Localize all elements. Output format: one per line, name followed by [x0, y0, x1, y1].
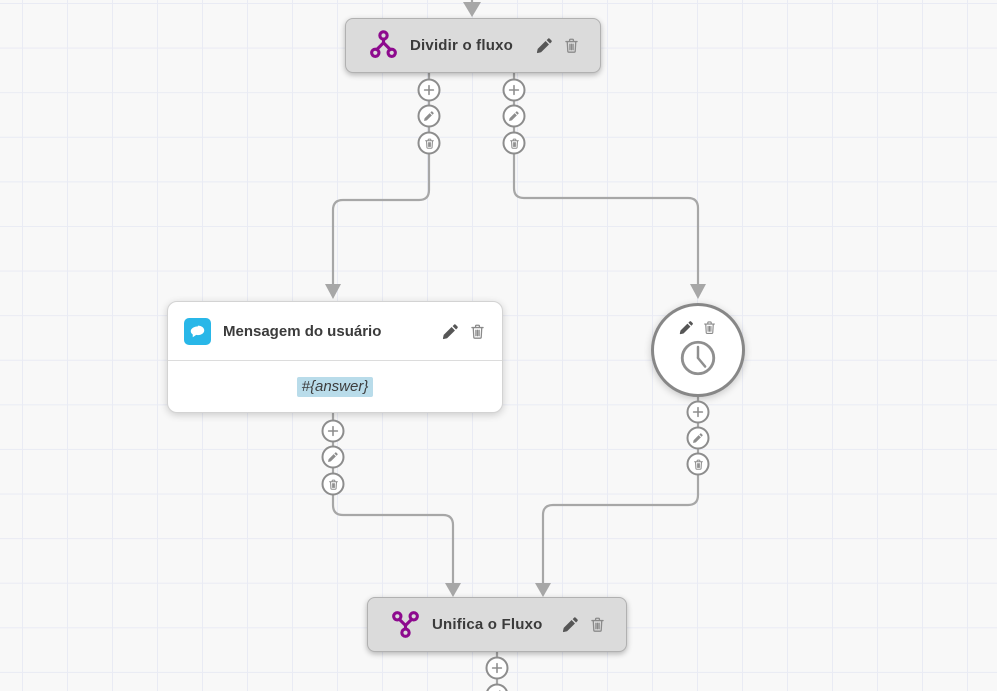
node-timer[interactable] — [651, 303, 745, 397]
edit-connector-button[interactable] — [321, 445, 345, 469]
card-body: #{answer} — [168, 361, 502, 412]
split-flow-icon — [368, 29, 399, 62]
delete-node-button[interactable] — [468, 322, 486, 340]
delete-trash-icon — [327, 478, 339, 490]
connector-message-to-merge — [331, 413, 461, 597]
add-step-button[interactable] — [485, 656, 509, 680]
node-title: Dividir o fluxo — [410, 37, 514, 54]
delete-trash-icon — [692, 458, 704, 470]
add-plus-icon — [508, 84, 520, 96]
edit-pencil-icon — [328, 452, 339, 463]
delete-connector-button[interactable] — [417, 131, 441, 155]
add-step-button[interactable] — [502, 78, 526, 102]
add-step-button[interactable] — [321, 419, 345, 443]
variable-chip: #{answer} — [296, 376, 374, 397]
edit-connector-button[interactable] — [502, 104, 526, 128]
edit-node-button[interactable] — [535, 37, 553, 55]
delete-connector-button[interactable] — [502, 131, 526, 155]
add-plus-icon — [327, 425, 339, 437]
delete-trash-icon — [508, 137, 520, 149]
edit-pencil-icon — [424, 111, 435, 122]
edit-pencil-icon — [442, 323, 459, 340]
edit-node-button[interactable] — [561, 616, 579, 634]
node-split-flow[interactable]: Dividir o fluxo — [345, 18, 601, 73]
edit-node-button[interactable] — [679, 319, 695, 335]
add-plus-icon — [491, 662, 503, 674]
add-step-button[interactable] — [686, 400, 710, 424]
edit-pencil-icon — [562, 616, 579, 633]
connector-into-split — [463, 0, 481, 17]
node-merge-flow[interactable]: Unifica o Fluxo — [367, 597, 627, 652]
merge-flow-icon — [390, 608, 421, 641]
connector-split-to-timer — [512, 73, 706, 299]
card-header: Mensagem do usuário — [168, 302, 502, 361]
delete-trash-icon — [563, 37, 580, 54]
add-step-button[interactable] — [417, 78, 441, 102]
chat-bubble-icon — [184, 317, 211, 345]
clock-icon — [677, 337, 719, 379]
node-title: Mensagem do usuário — [223, 322, 382, 340]
delete-connector-button[interactable] — [321, 472, 345, 496]
edit-connector-button[interactable] — [417, 104, 441, 128]
delete-node-button[interactable] — [562, 37, 580, 55]
delete-trash-icon — [702, 320, 717, 335]
delete-trash-icon — [423, 137, 435, 149]
edit-pencil-icon — [693, 433, 704, 444]
add-plus-icon — [692, 406, 704, 418]
delete-trash-icon — [469, 323, 486, 340]
delete-node-button[interactable] — [588, 616, 606, 634]
node-title: Unifica o Fluxo — [432, 616, 543, 633]
edit-pencil-icon — [509, 111, 520, 122]
delete-connector-button[interactable] — [686, 452, 710, 476]
edit-connector-button[interactable] — [686, 426, 710, 450]
delete-trash-icon — [589, 616, 606, 633]
node-user-message[interactable]: Mensagem do usuário #{answer} — [167, 301, 503, 413]
edit-connector-button[interactable] — [485, 683, 509, 691]
connector-split-to-message — [325, 73, 431, 299]
edit-pencil-icon — [679, 320, 694, 335]
delete-node-button[interactable] — [702, 319, 718, 335]
edit-node-button[interactable] — [441, 322, 459, 340]
add-plus-icon — [423, 84, 435, 96]
connector-timer-to-merge — [535, 397, 700, 597]
edit-pencil-icon — [536, 37, 553, 54]
